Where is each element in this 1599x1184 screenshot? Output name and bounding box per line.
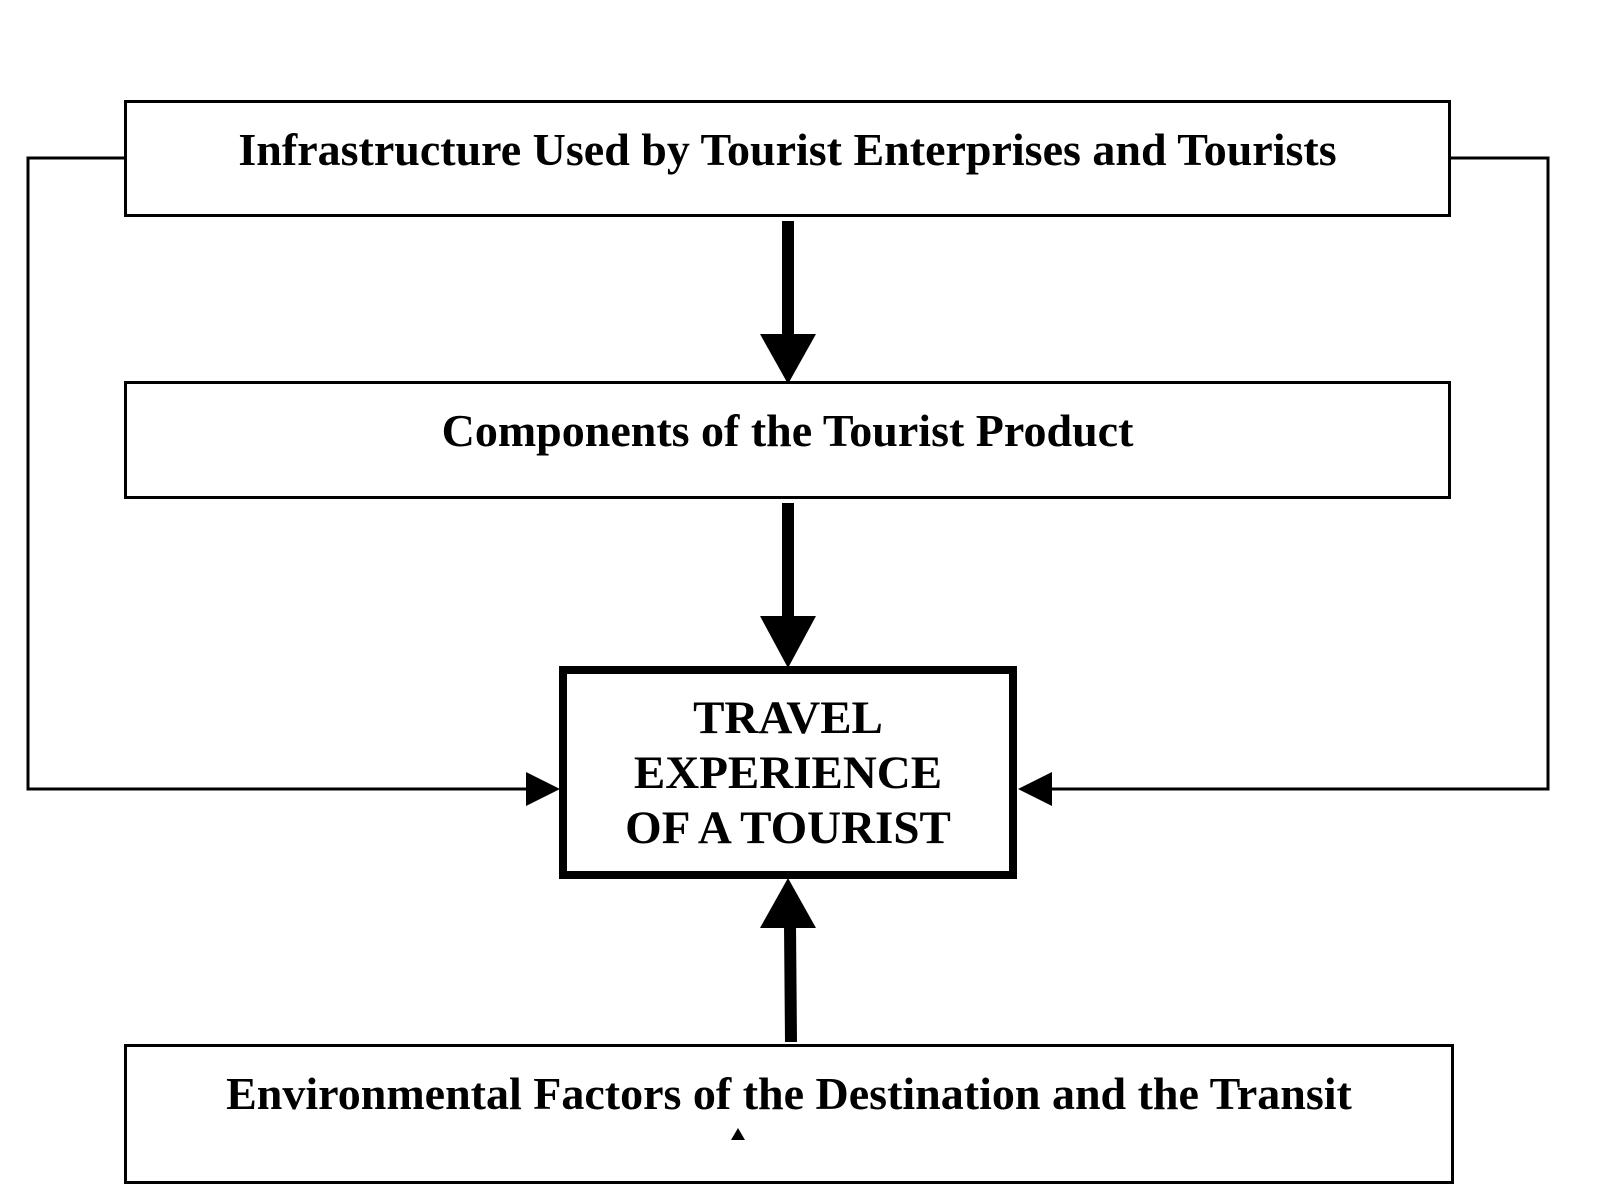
node-center-line-3: OF A TOURIST: [625, 802, 951, 854]
arrow-infra-to-components: [760, 221, 816, 384]
node-environment-label: Environmental Factors of the Destination…: [226, 1068, 1352, 1119]
arrowhead-down-icon: [760, 334, 816, 384]
arrowhead-up-icon: [760, 878, 816, 928]
node-center-line-1: TRAVEL: [693, 692, 883, 744]
arrowhead-down-icon: [760, 616, 816, 668]
node-environment: Environmental Factors of the Destination…: [124, 1044, 1454, 1184]
node-infrastructure-label: Infrastructure Used by Tourist Enterpris…: [238, 124, 1337, 175]
arrowhead-left-icon: [1018, 772, 1052, 806]
arrow-components-to-center: [760, 503, 816, 668]
arrowhead-right-icon: [526, 772, 560, 806]
arrow-environment-to-center: [760, 878, 816, 1042]
node-components-label: Components of the Tourist Product: [441, 405, 1134, 456]
node-components: Components of the Tourist Product: [124, 381, 1451, 499]
node-center-line-2: EXPERIENCE: [633, 747, 943, 799]
node-travel-experience: TRAVEL EXPERIENCE OF A TOURIST: [559, 666, 1017, 879]
node-infrastructure: Infrastructure Used by Tourist Enterpris…: [124, 100, 1451, 217]
